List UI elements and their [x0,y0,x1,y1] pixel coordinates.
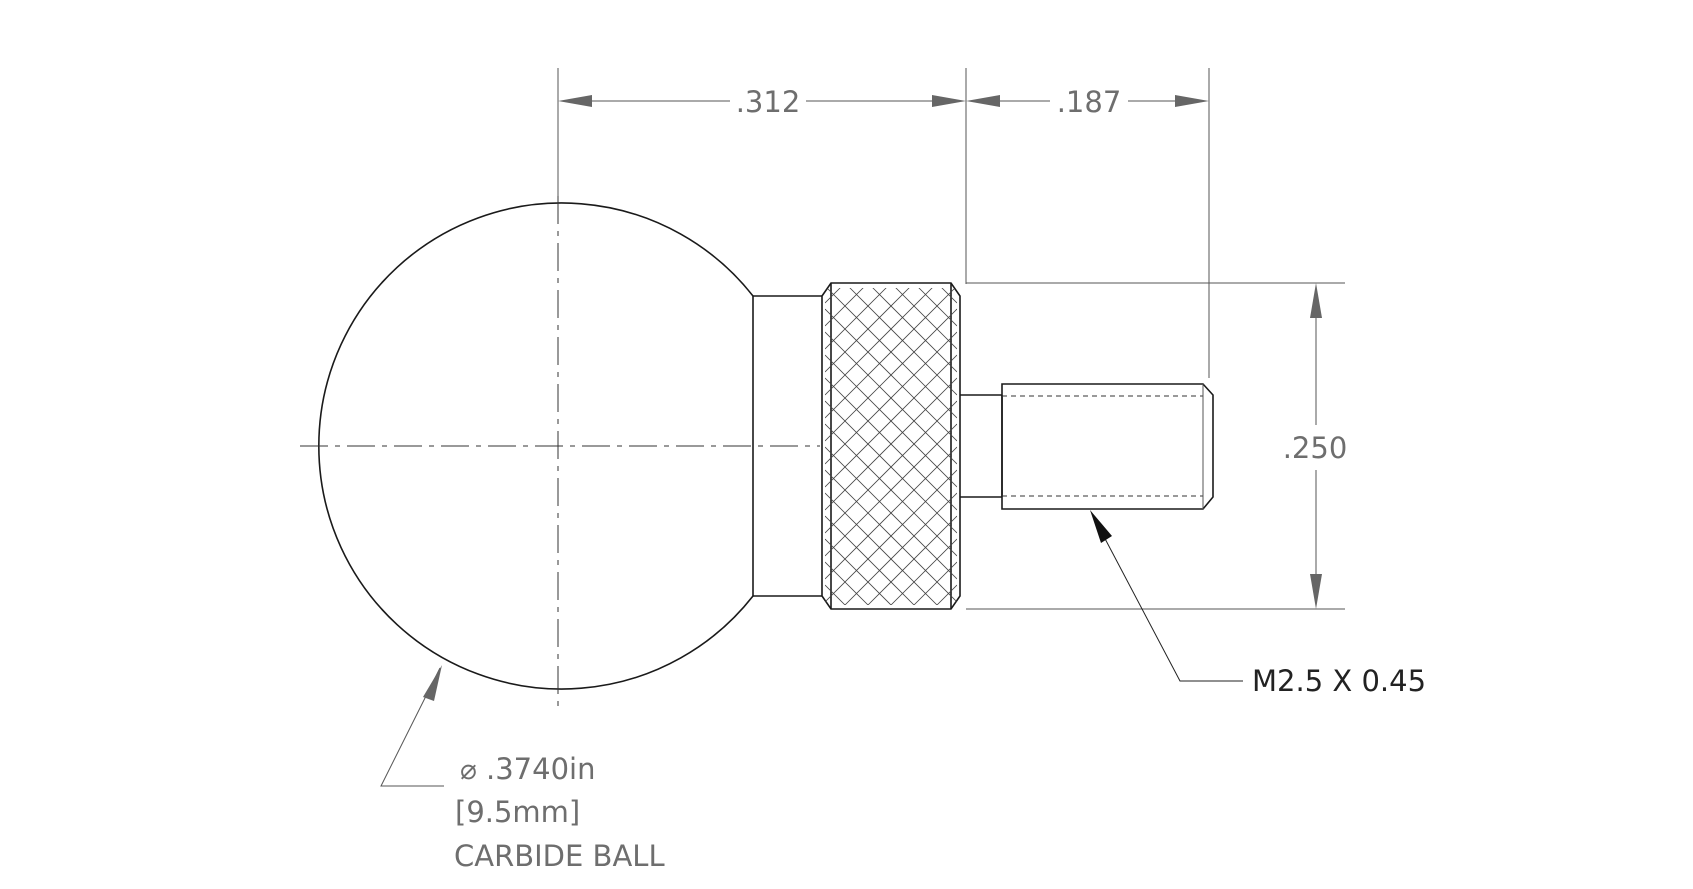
knurl-line [825,723,957,855]
knurl-line [825,700,957,832]
dimension-collar-length: .312 [558,85,966,119]
knurl-line [825,288,957,350]
knurl-line [825,288,957,327]
knurl-line [825,677,957,809]
knurl-line [825,631,957,763]
knurl-line [825,561,957,605]
knurl-line [825,400,957,534]
knurl-line [825,288,957,350]
dimension-thread-length-label: .187 [1057,85,1122,119]
knurl-line [825,561,957,605]
knurl-line [825,148,957,280]
ball-diameter-inch-label: .3740in [486,752,595,786]
knurl-line [825,538,957,605]
knurl-line [825,331,957,465]
thread-spec-label: M2.5 X 0.45 [1252,664,1426,698]
knurl-line [825,700,957,832]
knurl-line [825,288,957,419]
knurl-line [825,354,957,488]
knurl-line [825,608,957,740]
knurl-line [825,654,957,786]
knurl-line [825,423,957,557]
ball-material-note: CARBIDE BALL [454,839,665,873]
knurl-line [825,377,957,511]
knurl-pattern [825,148,957,855]
knurl-line [825,538,957,605]
knurled-collar [821,148,961,855]
knurl-line [825,492,957,605]
knurl-line [825,288,957,373]
dimension-knurl-diameter-label: .250 [1283,431,1348,465]
knurl-line [825,308,957,442]
threaded-stud [960,383,1214,510]
dimension-knurl-diameter: .250 [1283,283,1348,609]
knurl-line [825,288,957,396]
ball-diameter-mm-label: [9.5mm] [455,795,580,829]
knurl-line [825,654,957,786]
neck-section [752,295,822,597]
knurl-line [825,446,957,580]
knurl-line [825,148,957,280]
extension-lines [557,68,1345,610]
knurl-line [825,677,957,809]
ball-diameter-symbol: ⌀ [460,753,477,786]
knurl-line [825,631,957,763]
knurl-line [825,723,957,855]
dimension-thread-length: .187 [966,85,1209,119]
knurl-line [825,288,957,327]
thread-callout: M2.5 X 0.45 [1090,510,1426,698]
knurl-line [825,469,957,603]
dimension-collar-length-label: .312 [736,85,801,119]
knurl-line [825,608,957,740]
ball-diameter-callout: ⌀ .3740in [9.5mm] CARBIDE BALL [380,665,665,873]
knurl-line [825,515,957,605]
